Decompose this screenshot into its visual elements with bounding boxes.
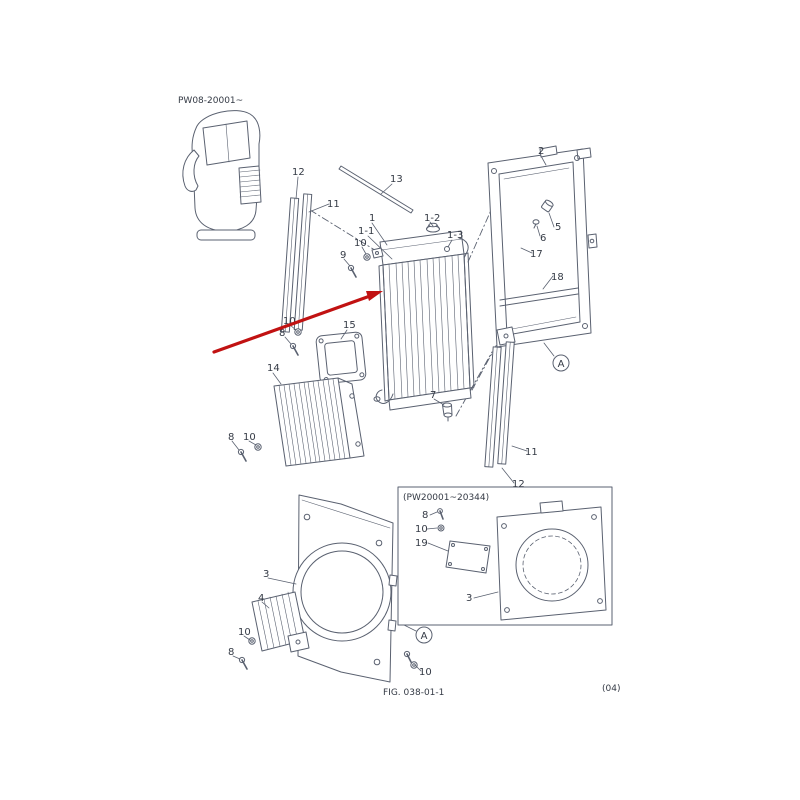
fan-shroud bbox=[292, 494, 398, 683]
washer-10-bottom bbox=[248, 637, 256, 645]
oil-cooler bbox=[273, 377, 365, 467]
part-label-10: 10 bbox=[415, 524, 428, 535]
inset-shroud bbox=[496, 500, 607, 621]
part-label-8: 8 bbox=[228, 647, 234, 658]
washer-10-gasket bbox=[294, 328, 302, 336]
inset-plate-19 bbox=[445, 540, 491, 574]
part-label-1-3: 1-3 bbox=[447, 230, 463, 241]
part-label-1-2: 1-2 bbox=[424, 213, 440, 224]
bolt-8-gasket bbox=[289, 342, 299, 356]
part-label-7: 7 bbox=[430, 390, 436, 401]
part-label-8: 8 bbox=[422, 510, 428, 521]
view-marker-a-bottom-label: A bbox=[421, 631, 428, 642]
frame-panel bbox=[487, 145, 598, 348]
part-label-10: 10 bbox=[354, 238, 367, 249]
part-label-8: 8 bbox=[228, 432, 234, 443]
part-label-6: 6 bbox=[540, 233, 546, 244]
view-marker-a-right-label: A bbox=[558, 359, 565, 370]
revision-label: (04) bbox=[602, 684, 620, 694]
inset-title: (PW20001~20344) bbox=[403, 493, 489, 503]
part-label-10: 10 bbox=[419, 667, 432, 678]
small-cooler bbox=[251, 591, 310, 653]
part-label-4: 4 bbox=[258, 593, 264, 604]
part-label-14: 14 bbox=[267, 363, 280, 374]
filler-neck bbox=[444, 246, 450, 252]
seal-strips-left bbox=[280, 193, 313, 333]
part-label-3: 3 bbox=[466, 593, 472, 604]
drain-plug bbox=[442, 402, 453, 422]
washer-10-top bbox=[363, 253, 371, 261]
part-label-19: 19 bbox=[415, 538, 428, 549]
part-label-8: 8 bbox=[279, 328, 285, 339]
part-label-9: 9 bbox=[340, 250, 346, 261]
part-label-10: 10 bbox=[238, 627, 251, 638]
part-label-5: 5 bbox=[555, 222, 561, 233]
part-label-1: 1 bbox=[369, 213, 375, 224]
part-label-2: 2 bbox=[538, 146, 544, 157]
stay-rod bbox=[338, 165, 414, 214]
red-arrow bbox=[212, 291, 383, 354]
washer-10-cooler bbox=[254, 443, 262, 451]
plug-6 bbox=[532, 219, 540, 229]
part-label-11: 11 bbox=[525, 447, 538, 458]
model-label: PW08-20001~ bbox=[178, 96, 243, 106]
part-label-3: 3 bbox=[263, 569, 269, 580]
part-label-12: 12 bbox=[512, 479, 525, 490]
part-label-10: 10 bbox=[243, 432, 256, 443]
part-label-18: 18 bbox=[551, 272, 564, 283]
part-label-1-1: 1-1 bbox=[358, 226, 374, 237]
part-label-12: 12 bbox=[292, 167, 305, 178]
part-label-10: 10 bbox=[283, 316, 296, 327]
part-label-17: 17 bbox=[530, 249, 543, 260]
gasket-plate bbox=[315, 331, 367, 385]
bolt-8-bottom bbox=[238, 656, 248, 670]
part-label-11: 11 bbox=[327, 199, 340, 210]
bolt-9 bbox=[347, 264, 357, 278]
seal-strips-right bbox=[484, 341, 515, 468]
figure-label: FIG. 038-01-1 bbox=[383, 688, 444, 698]
pin-5 bbox=[541, 199, 554, 213]
radiator-assembly bbox=[371, 222, 475, 422]
part-label-13: 13 bbox=[390, 174, 403, 185]
inset-box: (PW20001~20344) bbox=[397, 486, 613, 626]
radiator-cap bbox=[426, 222, 440, 233]
excavator-sketch bbox=[182, 110, 262, 241]
bolt-8-cooler bbox=[237, 448, 247, 462]
inset-bolt-8 bbox=[437, 508, 444, 520]
view-marker-a-right: A bbox=[543, 342, 570, 372]
view-marker-a-bottom: A bbox=[401, 623, 433, 644]
overflow-pipe bbox=[458, 237, 469, 259]
part-label-15: 15 bbox=[343, 320, 356, 331]
inset-washer-10 bbox=[437, 524, 445, 532]
leader-lines bbox=[231, 155, 555, 672]
